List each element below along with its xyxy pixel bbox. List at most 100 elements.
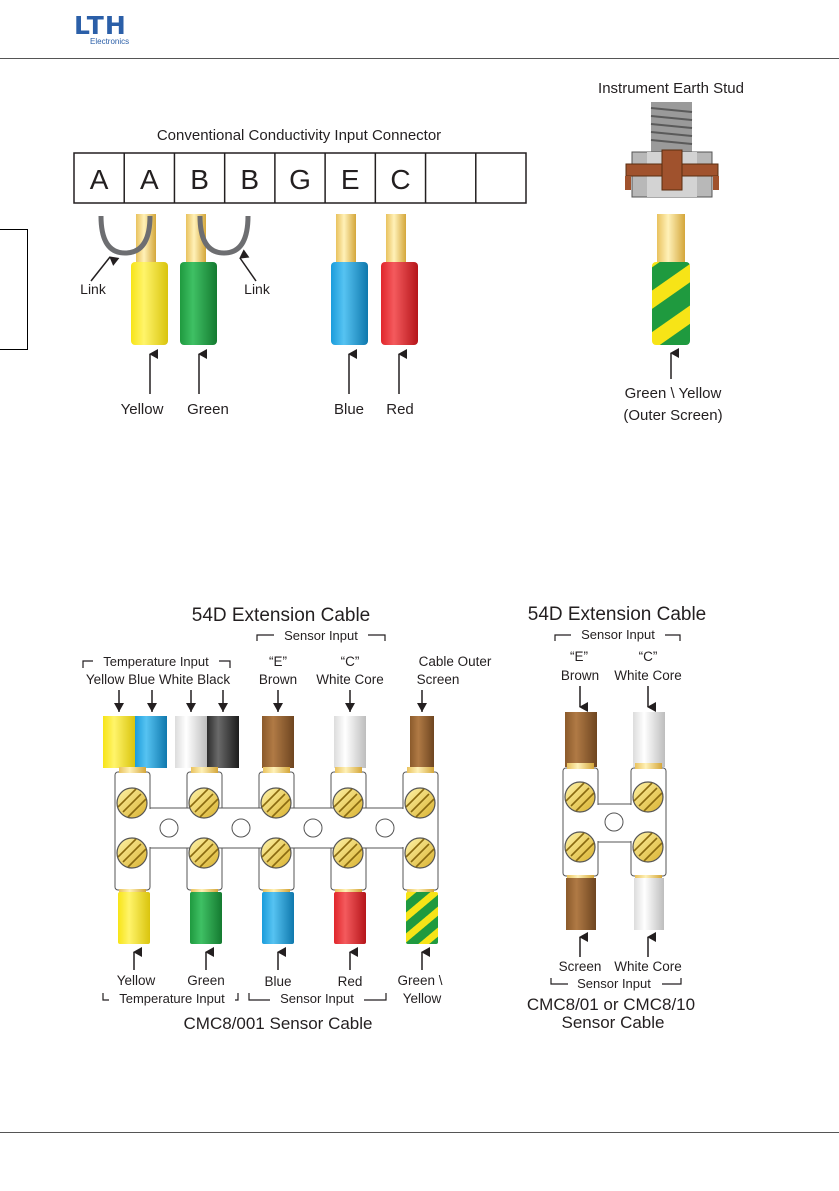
terminal-c-6: C <box>390 164 410 195</box>
link-arrow-left <box>90 256 120 282</box>
left-bottom-wires <box>118 892 438 944</box>
left-cable-title: 54D Extension Cable <box>192 605 371 626</box>
down-arrow-head <box>147 703 157 712</box>
terminal-a-0: A <box>90 164 109 195</box>
screw-slot <box>343 798 363 818</box>
link-label-right: Link <box>244 281 271 297</box>
screw-slot <box>333 788 353 808</box>
right-terminal-screws <box>564 781 664 863</box>
left-c-label: “C” <box>341 654 360 669</box>
label-yellow: Yellow <box>121 401 164 418</box>
down-arrow-head <box>114 703 124 712</box>
screw-slot <box>117 838 137 858</box>
screw-slot <box>415 848 435 868</box>
left-caption: CMC8/001 Sensor Cable <box>184 1014 373 1033</box>
side-tab-marker <box>0 229 28 350</box>
link-label-left: Link <box>80 281 107 297</box>
link-a-a <box>98 215 153 256</box>
right-bottom-screen: Screen <box>559 959 602 974</box>
screw-slot <box>338 843 358 863</box>
right-c-label: “C” <box>639 649 658 664</box>
screw-slot <box>565 832 585 852</box>
connector-title: Conventional Conductivity Input Connecto… <box>157 127 441 144</box>
left-terminal-screws <box>116 787 436 869</box>
terminal-b-3: B <box>240 164 259 195</box>
earth-stud-title: Instrument Earth Stud <box>598 80 744 97</box>
right-e-sub: Brown <box>561 668 599 683</box>
left-terminal-block <box>114 767 439 895</box>
screw-slot <box>343 848 363 868</box>
link-arrow-right <box>239 249 257 282</box>
screw-slot <box>122 843 142 863</box>
terminal-b-2: B <box>190 164 209 195</box>
screw-slot <box>338 793 358 813</box>
earth-wire-label-1: Green \ Yellow <box>625 385 722 402</box>
screw-slot <box>333 838 353 858</box>
terminal-a-1: A <box>140 164 159 195</box>
left-c-sub: White Core <box>316 672 384 687</box>
down-arrow-head <box>218 703 228 712</box>
left-top-colors: Yellow Blue White Black <box>86 672 231 687</box>
screw-slot <box>415 798 435 818</box>
left-bottom-green-yellow: Green \ <box>397 973 442 988</box>
left-bottom-temp-label: Temperature Input <box>119 991 225 1006</box>
screw-slot <box>643 792 663 812</box>
screw-slot <box>405 838 425 858</box>
right-c-sub: White Core <box>614 668 682 683</box>
screw-slot <box>271 798 291 818</box>
label-red: Red <box>386 401 414 418</box>
screw-slot <box>261 788 281 808</box>
screw-slot <box>189 838 209 858</box>
left-outer-label-1: Cable Outer <box>419 654 492 669</box>
label-green: Green <box>187 401 229 418</box>
down-arrow-head <box>186 703 196 712</box>
screw-slot <box>189 788 209 808</box>
link-b-b <box>197 215 251 256</box>
screw-slot <box>122 793 142 813</box>
left-sensor-label: Sensor Input <box>284 628 358 643</box>
left-bottom-sensor-label: Sensor Input <box>280 991 354 1006</box>
screw-slot <box>410 843 430 863</box>
left-bottom-yellow: Yellow <box>117 973 156 988</box>
left-outer-label-2: Screen <box>417 672 460 687</box>
label-blue: Blue <box>334 401 364 418</box>
left-bottom-red: Red <box>338 974 363 989</box>
company-logo: LTH Electronics <box>74 11 129 46</box>
left-bottom-yellow-2: Yellow <box>403 991 442 1006</box>
screw-slot <box>633 782 653 802</box>
left-temp-label: Temperature Input <box>103 654 209 669</box>
earth-stud-icon <box>625 102 719 345</box>
screw-slot <box>127 798 147 818</box>
logo-subtitle: Electronics <box>90 37 130 46</box>
wire-blue <box>331 214 368 345</box>
right-caption-2: Sensor Cable <box>561 1013 664 1032</box>
right-e-label: “E” <box>570 649 588 664</box>
right-cable-title: 54D Extension Cable <box>528 604 707 625</box>
screw-slot <box>643 842 663 862</box>
screw-slot <box>266 793 286 813</box>
screw-slot <box>633 832 653 852</box>
left-top-arrows <box>114 690 427 712</box>
down-arrow-head <box>345 703 355 712</box>
screw-slot <box>199 798 219 818</box>
screw-slot <box>261 838 281 858</box>
screw-slot <box>127 848 147 868</box>
logo-text: LTH <box>74 11 127 40</box>
screw-slot <box>565 782 585 802</box>
left-top-wires <box>103 716 434 768</box>
earth-wire-label-2: (Outer Screen) <box>623 407 722 424</box>
footer-divider <box>0 1132 839 1133</box>
down-arrow-head <box>273 703 283 712</box>
screw-slot <box>266 843 286 863</box>
screw-slot <box>117 788 137 808</box>
terminal-strip <box>73 152 527 204</box>
screw-slot <box>199 848 219 868</box>
right-caption-1: CMC8/01 or CMC8/10 <box>527 995 695 1014</box>
screw-slot <box>405 788 425 808</box>
left-e-label: “E” <box>269 654 287 669</box>
screw-slot <box>575 792 595 812</box>
screw-slot <box>194 793 214 813</box>
header-divider <box>0 58 839 59</box>
